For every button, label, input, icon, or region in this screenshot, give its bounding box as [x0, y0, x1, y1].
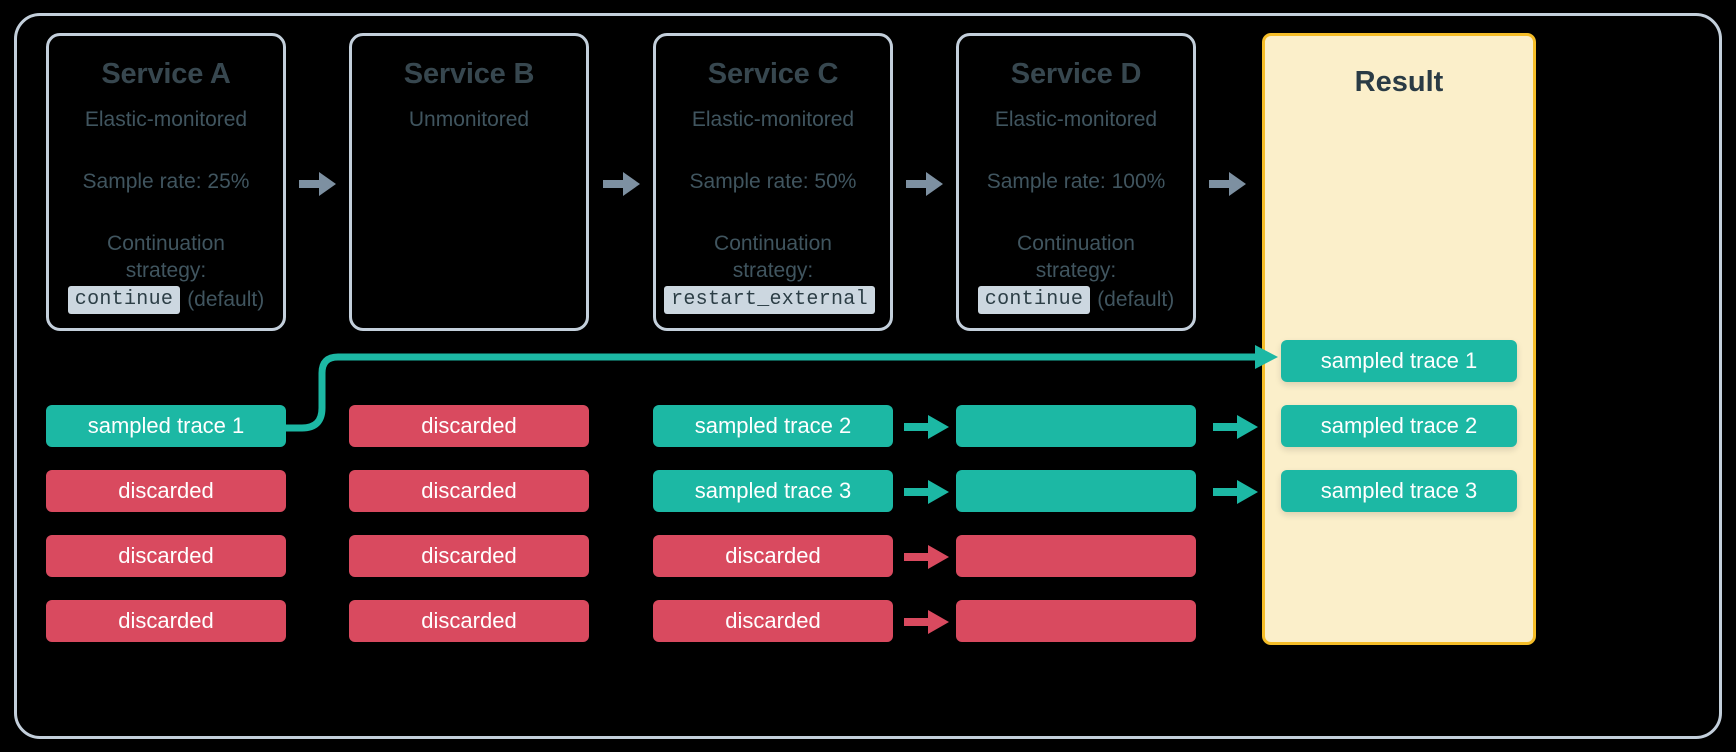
- service-monitoring-status: Elastic-monitored: [691, 108, 855, 132]
- trace-bar: [956, 405, 1196, 447]
- strategy-default-note: (default): [187, 288, 265, 312]
- trace-bar-label: discarded: [118, 608, 214, 633]
- trace-bar: discarded: [46, 470, 286, 512]
- service-title: Service C: [707, 58, 839, 90]
- trace-bar: sampled trace 2: [653, 405, 893, 447]
- trace-arrow-c-to-d-row1: [904, 412, 950, 442]
- trace-bar-label: discarded: [421, 608, 517, 633]
- trace-bar-label: discarded: [421, 543, 517, 568]
- trace-bar: discarded: [46, 600, 286, 642]
- flow-arrow-b-to-c: [603, 170, 641, 198]
- service-box-b: Service B Unmonitored: [349, 33, 589, 331]
- trace-arrow-d-to-result-row1: [1213, 412, 1259, 442]
- curved-connector-trace1: [284, 345, 1278, 432]
- service-monitoring-status: Unmonitored: [408, 108, 530, 132]
- service-strategy-value: continue (default): [67, 286, 265, 315]
- service-title: Service A: [101, 58, 231, 90]
- strategy-code-chip: restart_external: [664, 286, 875, 315]
- trace-bar: [956, 600, 1196, 642]
- flow-arrow-c-to-d: [906, 170, 944, 198]
- service-monitoring-status: Elastic-monitored: [84, 108, 248, 132]
- strategy-default-note: (default): [1097, 288, 1175, 312]
- result-trace-bar: sampled trace 1: [1281, 340, 1517, 382]
- trace-bar-label: sampled trace 3: [694, 478, 852, 503]
- result-trace-label: sampled trace 2: [1320, 413, 1478, 438]
- trace-bar: [956, 535, 1196, 577]
- flow-arrow-a-to-b: [299, 170, 337, 198]
- trace-bar: discarded: [653, 600, 893, 642]
- service-box-c: Service C Elastic-monitored Sample rate:…: [653, 33, 893, 331]
- service-sample-rate: Sample rate: 25%: [82, 169, 250, 193]
- trace-bar: discarded: [349, 405, 589, 447]
- service-strategy-value: restart_external: [664, 286, 882, 315]
- trace-bar-label: discarded: [421, 478, 517, 503]
- trace-bar-label: discarded: [725, 543, 821, 568]
- service-sample-rate: Sample rate: 100%: [986, 169, 1166, 193]
- trace-bar: [956, 470, 1196, 512]
- service-strategy-label: Continuation strategy:: [1017, 231, 1135, 282]
- result-panel-title: Result: [1354, 66, 1444, 98]
- strategy-code-chip: continue: [67, 286, 181, 315]
- trace-bar: discarded: [46, 535, 286, 577]
- flow-arrow-d-to-result: [1209, 170, 1247, 198]
- trace-bar-label: discarded: [725, 608, 821, 633]
- service-title: Service B: [403, 58, 535, 90]
- service-strategy-label: Continuation strategy:: [714, 231, 832, 282]
- trace-bar-label: discarded: [421, 413, 517, 438]
- trace-bar-label: sampled trace 1: [87, 413, 245, 438]
- result-trace-label: sampled trace 3: [1320, 478, 1478, 503]
- trace-bar: discarded: [349, 535, 589, 577]
- service-title: Service D: [1010, 58, 1142, 90]
- result-trace-bar: sampled trace 3: [1281, 470, 1517, 512]
- trace-arrow-d-to-result-row2: [1213, 477, 1259, 507]
- result-panel: Result: [1262, 33, 1536, 645]
- trace-arrow-c-to-d-row2: [904, 477, 950, 507]
- trace-bar: discarded: [349, 470, 589, 512]
- service-sample-rate: Sample rate: 50%: [689, 169, 857, 193]
- result-trace-bar: sampled trace 2: [1281, 405, 1517, 447]
- service-strategy-label: Continuation strategy:: [107, 231, 225, 282]
- trace-bar-label: discarded: [118, 543, 214, 568]
- service-monitoring-status: Elastic-monitored: [994, 108, 1158, 132]
- trace-bar: discarded: [349, 600, 589, 642]
- trace-bar: discarded: [653, 535, 893, 577]
- outer-frame: [14, 13, 1722, 739]
- strategy-code-chip: continue: [977, 286, 1091, 315]
- service-box-a: Service A Elastic-monitored Sample rate:…: [46, 33, 286, 331]
- trace-arrow-c-to-d-row3: [904, 542, 950, 572]
- trace-arrow-c-to-d-row4: [904, 607, 950, 637]
- result-trace-label: sampled trace 1: [1320, 348, 1478, 373]
- trace-bar: sampled trace 3: [653, 470, 893, 512]
- service-strategy-value: continue (default): [977, 286, 1175, 315]
- service-box-d: Service D Elastic-monitored Sample rate:…: [956, 33, 1196, 331]
- trace-bar-label: discarded: [118, 478, 214, 503]
- trace-bar: sampled trace 1: [46, 405, 286, 447]
- trace-bar-label: sampled trace 2: [694, 413, 852, 438]
